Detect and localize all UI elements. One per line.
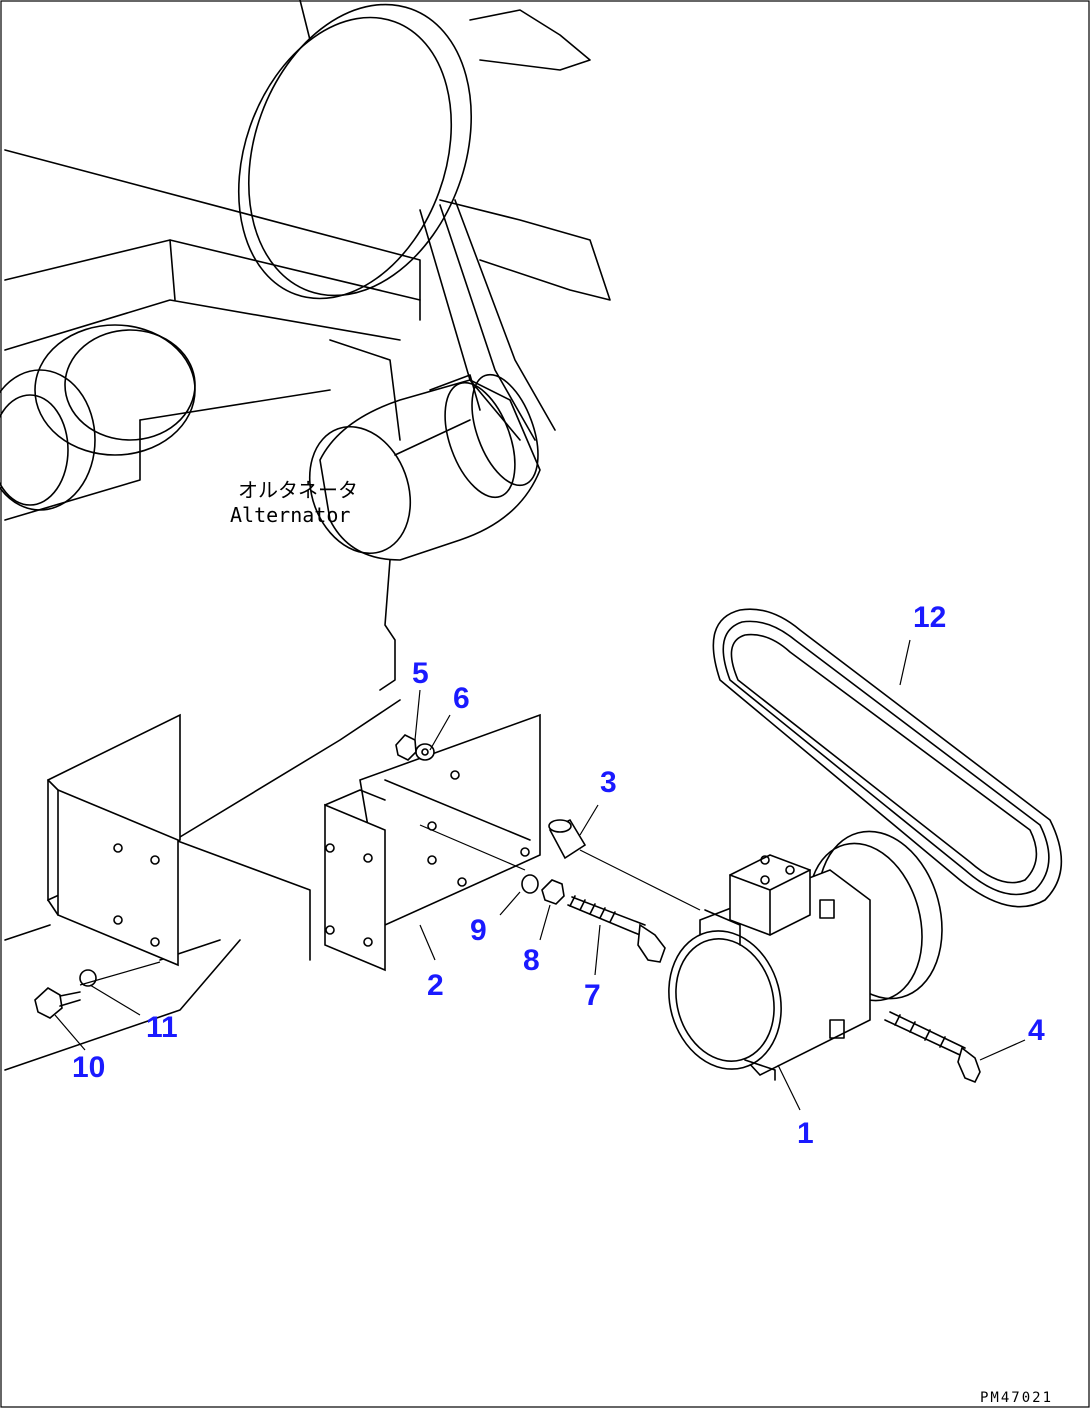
nut-8: [541, 879, 565, 905]
callout-11: 11: [146, 1011, 178, 1044]
washer-9: [521, 874, 539, 894]
callout-2: 2: [427, 969, 444, 1002]
callout-5: 5: [412, 657, 429, 690]
compressor: [668, 830, 943, 1081]
bolt-10: [34, 987, 81, 1019]
engine-assembly: [0, 0, 611, 521]
nut-5: [395, 734, 417, 761]
callout-7: 7: [584, 979, 601, 1012]
frame-mount: [4, 699, 401, 1071]
callout-12: 12: [913, 601, 946, 634]
callout-9: 9: [470, 914, 487, 947]
callout-8: 8: [523, 944, 540, 977]
spacer-3: [548, 818, 587, 860]
bracket: [324, 713, 541, 972]
alternator-label-en: Alternator: [230, 503, 350, 527]
callout-10: 10: [72, 1051, 105, 1084]
leader-lines: [54, 639, 1026, 1111]
washer-11: [79, 969, 97, 987]
v-belt: [712, 608, 1063, 908]
callout-1: 1: [797, 1117, 814, 1150]
bolt-7: [567, 895, 666, 963]
callout-3: 3: [600, 766, 617, 799]
alternator: [308, 373, 541, 691]
washer-6: [415, 743, 435, 761]
alternator-label-jp: オルタネータ: [238, 478, 358, 502]
drawing-code: PM47021: [980, 1390, 1053, 1406]
callout-6: 6: [453, 682, 470, 715]
bolt-4: [884, 1011, 981, 1084]
callout-4: 4: [1028, 1014, 1045, 1047]
